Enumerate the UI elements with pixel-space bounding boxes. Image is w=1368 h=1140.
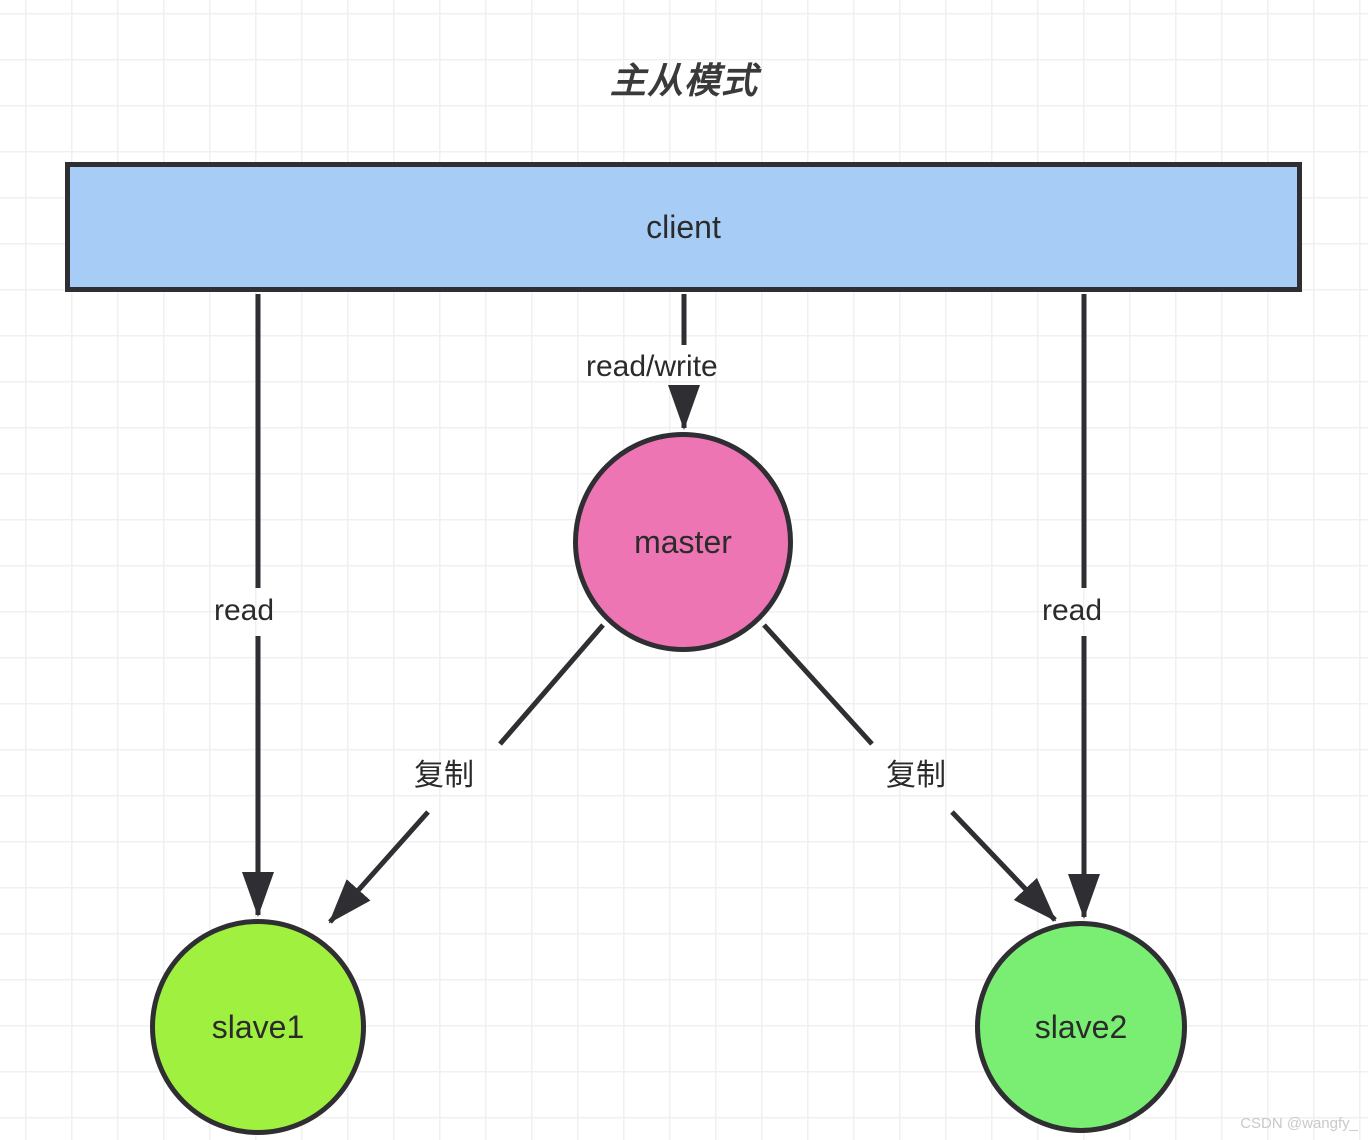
node-slave2-label: slave2	[1034, 1008, 1128, 1045]
node-slave1[interactable]: slave1	[150, 919, 366, 1135]
edge-label-copy-slave1: 复制	[414, 759, 474, 792]
node-client[interactable]: client	[65, 162, 1302, 292]
edge-label-read-slave2: read	[1042, 594, 1103, 627]
diagram-title: 主从模式	[609, 60, 758, 101]
node-master[interactable]: master	[573, 432, 793, 652]
edge-master-slave2-arrow	[950, 810, 1057, 922]
edge-master-slave2	[762, 623, 874, 746]
node-master-label: master	[634, 523, 732, 560]
edge-master-slave1-arrow	[328, 810, 430, 924]
node-client-label: client	[646, 208, 721, 245]
edge-label-read-write: read/write	[586, 350, 718, 383]
edge-label-copy-slave2: 复制	[886, 759, 946, 792]
edge-label-read-slave1: read	[214, 594, 275, 627]
watermark: CSDN @wangfy_	[1240, 1115, 1358, 1132]
node-slave2[interactable]: slave2	[975, 921, 1187, 1133]
node-slave1-label: slave1	[211, 1008, 305, 1045]
edge-master-slave1	[498, 623, 605, 746]
